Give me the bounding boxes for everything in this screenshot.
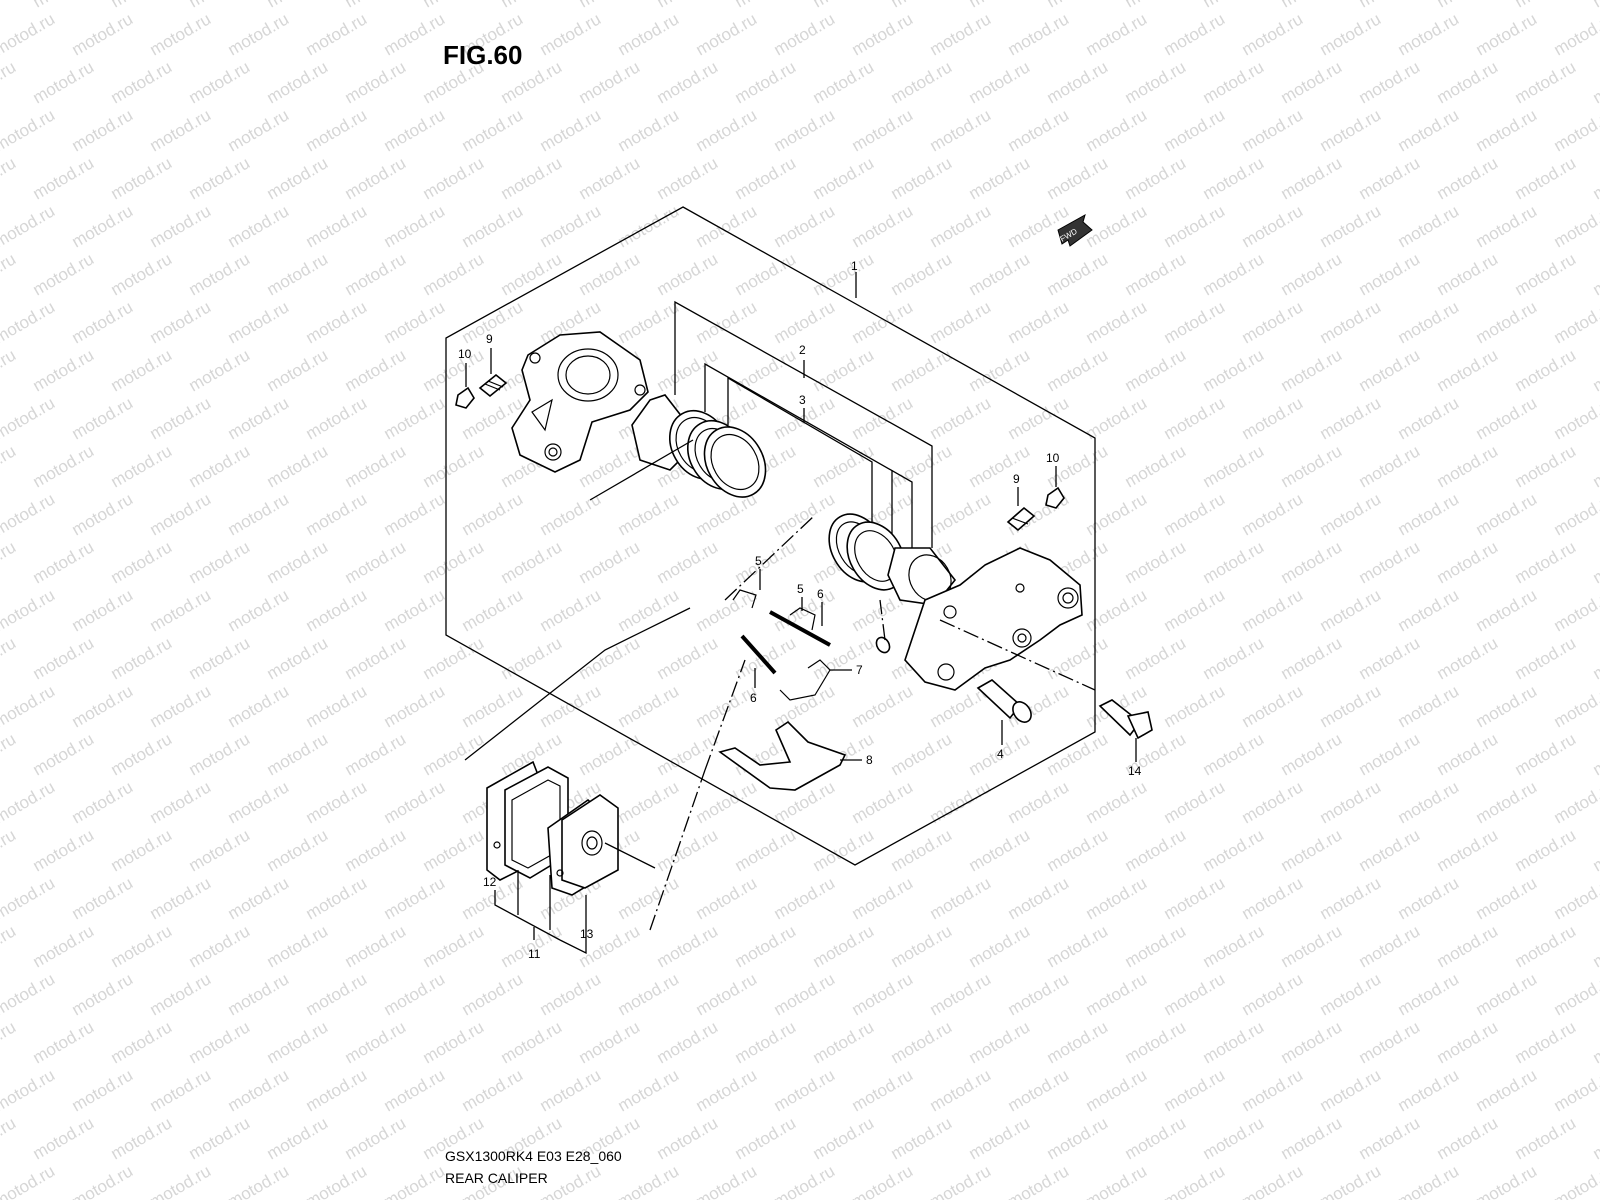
left-bleeder-cap [455, 386, 475, 409]
callout-line-12 [494, 890, 561, 941]
callout-12: 12 [483, 875, 497, 889]
figure-caption: REAR CALIPER [445, 1170, 548, 1186]
right-caliper-body [904, 547, 1083, 691]
callout-11: 11 [528, 947, 541, 961]
assembly-box-1 [445, 206, 1096, 866]
callout-10b: 10 [1046, 451, 1060, 465]
left-caliper-body [511, 331, 649, 473]
figure-title: FIG.60 [443, 40, 523, 70]
callout-6b: 6 [750, 691, 757, 705]
callout-6a: 6 [817, 587, 824, 601]
callout-4: 4 [997, 747, 1004, 761]
guide-line-g [589, 439, 694, 501]
guide-line-e [649, 769, 706, 931]
callout-5b: 5 [797, 582, 804, 596]
callout-line-13 [559, 895, 587, 955]
model-code: GSX1300RK4 E03 E28_060 [445, 1148, 622, 1164]
guide-line-f [464, 607, 691, 761]
pad-pin-lower [740, 634, 777, 675]
guide-line-d [939, 619, 1096, 691]
pad-pin-upper [769, 610, 831, 647]
clip-5a [732, 589, 757, 609]
callout-5a: 5 [755, 554, 762, 568]
right-bleeder-cap [1045, 486, 1065, 509]
bolt-4 [976, 679, 1032, 723]
small-o-ring [875, 636, 891, 654]
callout-10a: 10 [458, 347, 472, 361]
callout-3: 3 [799, 393, 806, 407]
bolt-14 [1098, 699, 1153, 740]
callout-14: 14 [1128, 764, 1142, 778]
left-bleeder-valve [478, 373, 508, 398]
callout-2: 2 [799, 343, 806, 357]
callout-8: 8 [866, 753, 873, 767]
callout-13: 13 [580, 927, 594, 941]
bracket-line-3b [727, 376, 873, 575]
guide-line-a [724, 514, 816, 601]
callout-1: 1 [851, 259, 858, 273]
pad-spring-7 [779, 659, 831, 701]
callout-7: 7 [856, 663, 863, 677]
guide-line-b [704, 659, 746, 771]
fwd-arrow-icon: FWD [1057, 213, 1093, 247]
left-piston-seals [631, 394, 767, 498]
right-piston-seals [828, 513, 957, 606]
callout-9a: 9 [486, 332, 493, 346]
right-bleeder-valve [1006, 506, 1036, 532]
clip-5b [789, 607, 816, 631]
pad-plate-8 [718, 720, 847, 791]
guide-line-pad [604, 842, 656, 869]
bracket-line-3a [704, 362, 913, 560]
brake-pad-set [486, 760, 619, 896]
callout-9b: 9 [1013, 472, 1020, 486]
guide-line-c [879, 599, 886, 641]
